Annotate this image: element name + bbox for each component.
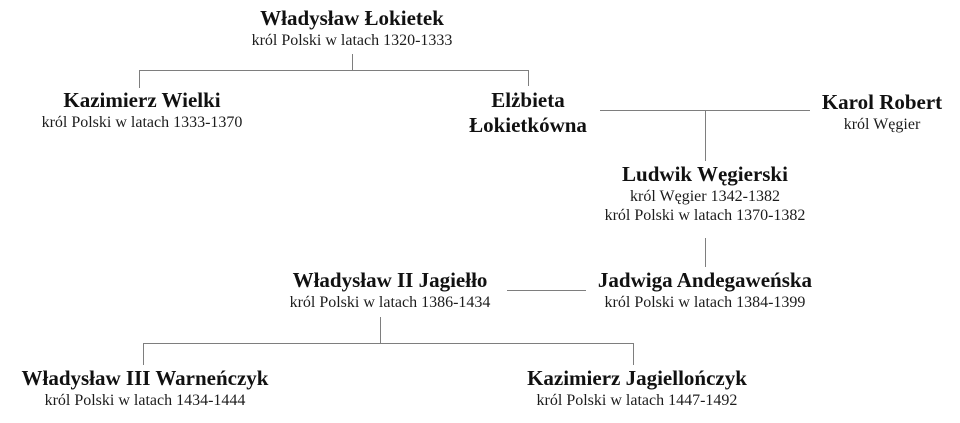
person-node-wladyslaw-ii-jagiello: Władysław II Jagiełło król Polski w lata… xyxy=(290,268,491,312)
person-name: Ludwik Węgierski xyxy=(622,162,788,186)
person-detail: król Polski w latach 1333-1370 xyxy=(41,114,243,131)
person-node-karol-robert: Karol Robert król Węgier xyxy=(822,90,942,134)
person-detail: król Polski w latach 1447-1492 xyxy=(536,392,738,409)
connector-lokietek-children-bar xyxy=(139,70,529,71)
connector-drop-jagiellonczyk xyxy=(633,343,634,365)
person-node-jadwiga-andegawenska: Jadwiga Andegaweńska król Polski w latac… xyxy=(598,268,812,312)
connector-jagiello-children-stem xyxy=(380,317,381,343)
person-node-wladyslaw-iii-warnenczyk: Władysław III Warneńczyk król Polski w l… xyxy=(22,366,269,410)
connector-ludwik-jadwiga xyxy=(705,238,706,267)
person-name: Karol Robert xyxy=(821,90,943,114)
person-detail: król Polski w latach 1384-1399 xyxy=(604,294,806,311)
person-name-line1: Elżbieta xyxy=(491,88,565,112)
person-node-kazimierz-jagiellonczyk: Kazimierz Jagiellończyk król Polski w la… xyxy=(527,366,747,410)
person-name: Kazimierz Wielki xyxy=(63,88,221,112)
connector-jagiello-children-bar xyxy=(143,343,633,344)
person-node-elzbieta-lokietkowna: Elżbieta Łokietkówna xyxy=(469,88,587,138)
person-detail: król Polski w latach 1434-1444 xyxy=(44,392,246,409)
person-name: Kazimierz Jagiellończyk xyxy=(527,366,747,390)
person-detail: król Polski w latach 1320-1333 xyxy=(251,32,453,49)
person-node-kazimierz-wielki: Kazimierz Wielki król Polski w latach 13… xyxy=(42,88,243,132)
person-name-line2: Łokietkówna xyxy=(469,113,587,137)
person-detail: król Polski w latach 1386-1434 xyxy=(289,294,491,311)
connector-lokietek-children-stem xyxy=(352,54,353,70)
person-detail2: król Polski w latach 1370-1382 xyxy=(604,207,806,224)
person-detail: król Węgier 1342-1382 xyxy=(630,188,780,205)
person-name: Władysław Łokietek xyxy=(260,6,444,30)
connector-drop-elzbieta xyxy=(528,70,529,86)
person-name: Władysław II Jagiełło xyxy=(292,268,488,292)
connector-drop-ludwik xyxy=(705,110,706,161)
person-node-ludwik-wegierski: Ludwik Węgierski król Węgier 1342-1382 k… xyxy=(605,162,806,225)
person-name: Jadwiga Andegaweńska xyxy=(597,268,813,292)
person-detail: król Węgier xyxy=(843,116,921,133)
marriage-line-jagiello-jadwiga xyxy=(507,290,586,291)
person-name: Władysław III Warneńczyk xyxy=(21,366,269,390)
connector-drop-warnenczyk xyxy=(143,343,144,365)
connector-drop-kazimierz-wielki xyxy=(139,70,140,88)
person-node-wladyslaw-lokietek: Władysław Łokietek król Polski w latach … xyxy=(252,6,453,50)
